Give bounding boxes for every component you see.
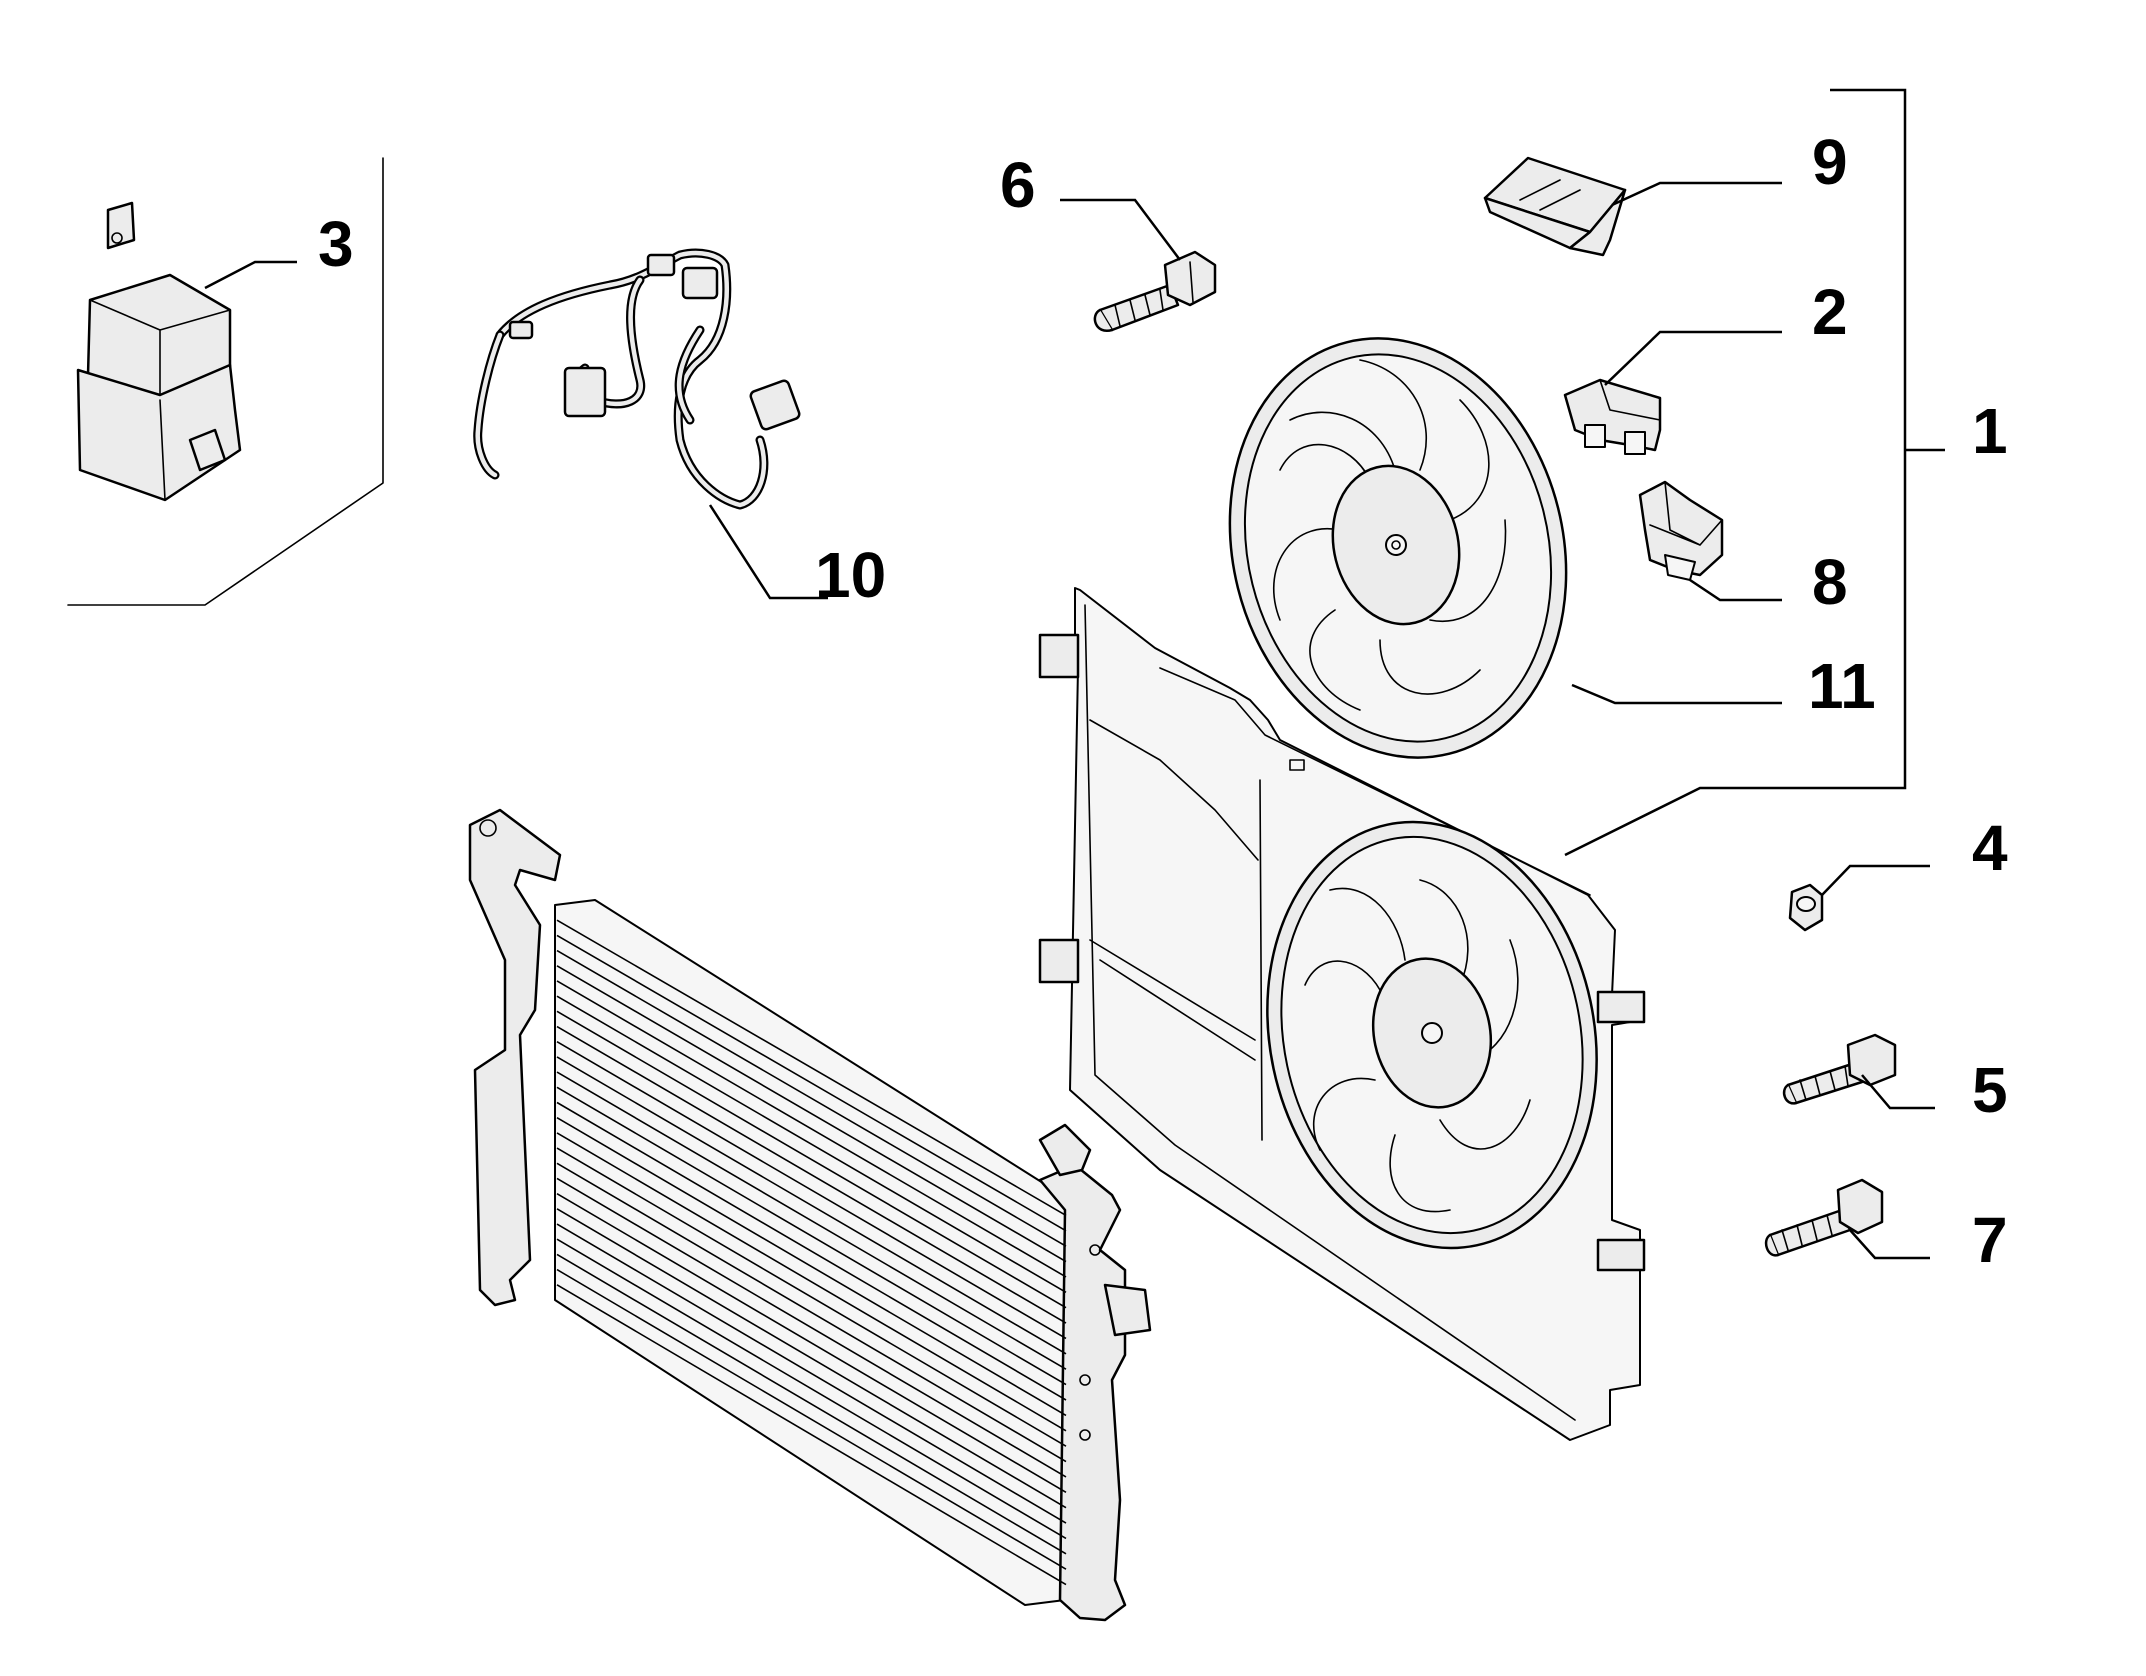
radiator-fin xyxy=(556,1025,1067,1324)
radiator-fin xyxy=(556,1208,1067,1509)
callout-2: 2 xyxy=(1812,276,1848,348)
radiator-fin xyxy=(556,1223,1067,1524)
callout-7: 7 xyxy=(1972,1204,2008,1276)
relay-part-3 xyxy=(67,157,384,606)
radiator-fin xyxy=(556,1268,1067,1570)
bolt-part-6 xyxy=(1093,250,1217,333)
radiator-fins xyxy=(556,919,1067,1586)
radiator-fin xyxy=(556,1010,1067,1309)
radiator-fin xyxy=(556,1056,1067,1355)
callout-5: 5 xyxy=(1972,1054,2008,1126)
radiator-fin xyxy=(556,1253,1067,1555)
nut-part-4 xyxy=(1788,883,1824,932)
shroud-assembly-part-1 xyxy=(1038,587,1646,1441)
radiator-fin xyxy=(556,1071,1067,1370)
radiator-fin xyxy=(556,1132,1067,1432)
callout-4: 4 xyxy=(1972,812,2008,884)
radiator-fin xyxy=(556,1117,1067,1417)
radiator-fin xyxy=(556,949,1067,1247)
radiator-fin xyxy=(556,1192,1067,1493)
radiator-fin xyxy=(556,965,1067,1263)
leader-lines xyxy=(204,88,1945,1260)
radiator-fin xyxy=(556,1162,1067,1463)
bracket-part-2 xyxy=(1563,378,1662,455)
radiator-fin xyxy=(556,1147,1067,1447)
radiator-fin xyxy=(556,1177,1067,1478)
holder-part-8 xyxy=(1638,480,1724,581)
radiator-fin xyxy=(556,1101,1067,1401)
radiator-fin xyxy=(556,919,1067,1217)
screw-part-5 xyxy=(1782,1033,1897,1105)
callout-10: 10 xyxy=(815,539,886,611)
radiator-fin xyxy=(556,934,1067,1232)
callout-9: 9 xyxy=(1812,126,1848,198)
callout-labels: 3 6 9 2 1 8 11 10 4 5 7 xyxy=(318,126,2008,1276)
radiator-fin xyxy=(556,980,1067,1278)
screw-part-7 xyxy=(1764,1178,1884,1257)
callout-11: 11 xyxy=(1808,650,1876,722)
wiring-harness-part-10 xyxy=(473,248,828,600)
callout-3: 3 xyxy=(318,208,354,280)
callout-6: 6 xyxy=(1000,149,1036,221)
radiator-fin xyxy=(556,995,1067,1293)
fan-part-11 xyxy=(1228,337,1568,759)
radiator-fin xyxy=(556,1041,1067,1340)
callout-1: 1 xyxy=(1972,395,2008,467)
radiator-fin xyxy=(556,1238,1067,1540)
radiator xyxy=(468,808,1152,1622)
callout-8: 8 xyxy=(1812,546,1848,618)
radiator-fin xyxy=(556,1284,1067,1586)
radiator-fin xyxy=(556,1086,1067,1386)
clip-part-9 xyxy=(1483,156,1627,257)
